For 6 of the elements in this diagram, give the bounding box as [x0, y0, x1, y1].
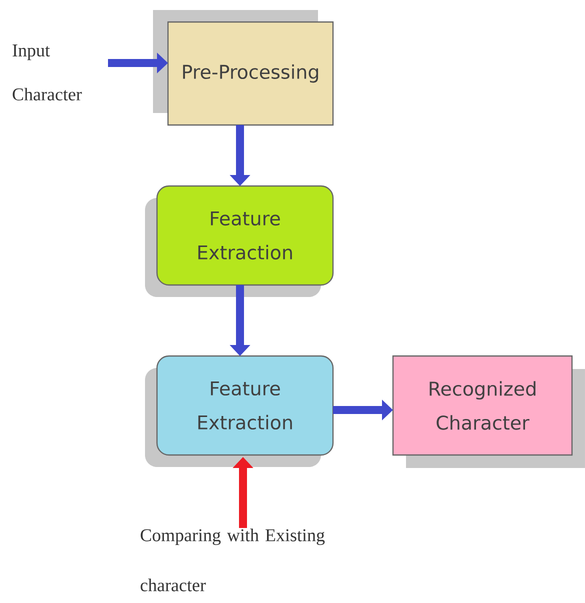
process-box: Feature Extraction	[156, 185, 334, 286]
input-label: Input Character	[12, 44, 82, 100]
input-label: Comparing with Existing character	[140, 528, 325, 592]
output-box: Recognized Character	[392, 355, 573, 456]
process-box: Feature Extraction	[156, 355, 334, 456]
process-box: Pre-Processing	[167, 21, 334, 126]
